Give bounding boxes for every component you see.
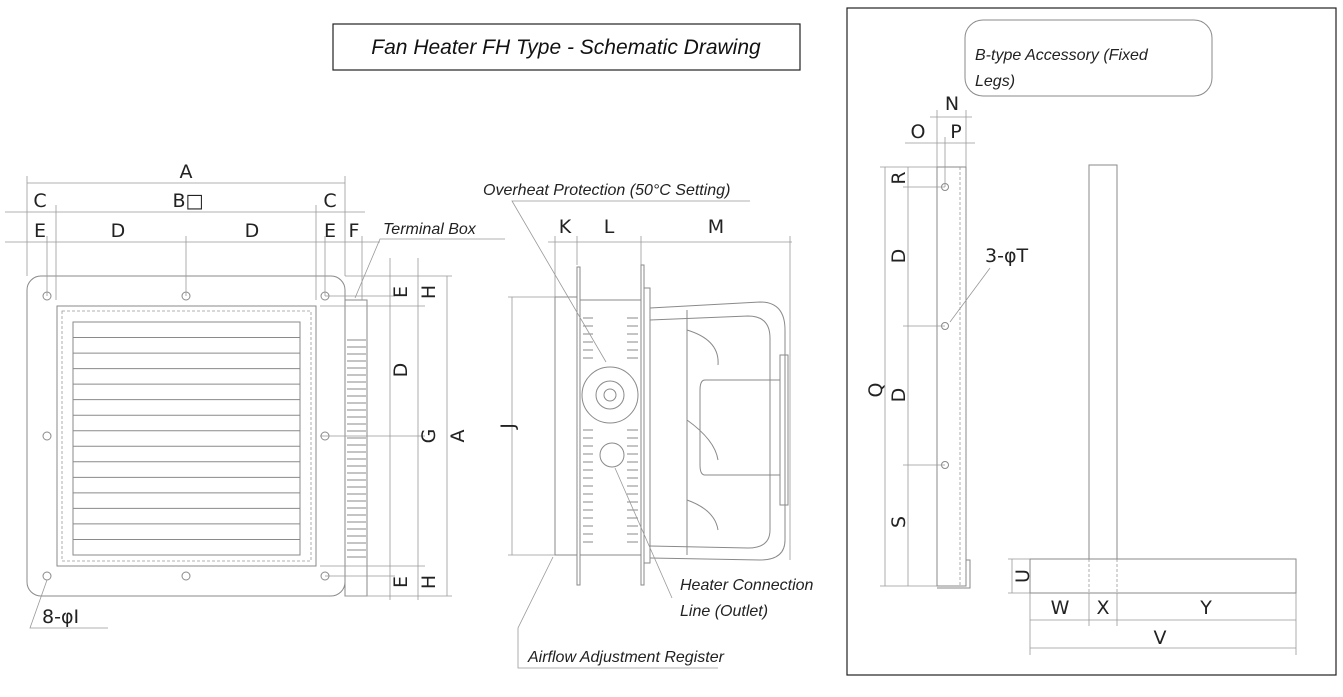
dim-p: P	[950, 121, 961, 143]
dim-x: X	[1096, 597, 1109, 619]
mounting-hole	[181, 571, 191, 581]
heater-connection-label: Heater Connection	[680, 577, 814, 594]
front-view: A C B□ C E D D E F E H D G A E H Termina…	[5, 161, 505, 629]
dim-w: W	[1051, 597, 1070, 619]
dim-d: D	[888, 388, 910, 403]
louvre-frame	[72, 321, 301, 556]
terminal-box-label: Terminal Box	[383, 221, 477, 238]
dim-m: M	[708, 216, 724, 238]
dim-d: D	[390, 363, 412, 378]
dim-v: V	[1154, 627, 1167, 649]
accessory-label: B-type Accessory (Fixed	[975, 47, 1149, 64]
dim-k: K	[559, 216, 572, 238]
dim-g: G	[418, 429, 440, 444]
dim-h: H	[418, 575, 440, 589]
dim-b: B□	[173, 190, 204, 212]
dim-s: S	[888, 516, 910, 528]
dim-d: D	[888, 249, 910, 264]
accessory-panel: B-type Accessory (Fixed Legs) N O P R D …	[846, 7, 1337, 676]
dim-e: E	[390, 286, 412, 298]
heater-connection-label-2: Line (Outlet)	[680, 603, 768, 620]
dim-h: H	[418, 285, 440, 299]
holes-label: 8-φI	[42, 606, 79, 628]
dim-a: A	[447, 430, 469, 443]
dim-t: 3-φT	[985, 245, 1028, 267]
dim-e: E	[324, 220, 336, 242]
side-view: K L M J Overheat Protection (50°C Settin…	[483, 182, 814, 669]
title: Fan Heater FH Type - Schematic Drawing	[371, 36, 761, 59]
dim-o: O	[911, 121, 926, 143]
dim-f: F	[349, 220, 360, 242]
dim-d: D	[111, 220, 126, 242]
dim-y: Y	[1199, 597, 1212, 619]
mounting-hole	[42, 431, 52, 441]
dim-e: E	[34, 220, 46, 242]
dim-c: C	[33, 190, 46, 212]
dim-c: C	[323, 190, 336, 212]
overheat-protection-label: Overheat Protection (50°C Setting)	[483, 182, 730, 199]
dim-n: N	[945, 93, 959, 115]
airflow-register-label: Airflow Adjustment Register	[527, 649, 725, 666]
accessory-label-2: Legs)	[975, 73, 1015, 90]
dim-u: U	[1012, 569, 1034, 583]
dim-q: Q	[865, 383, 887, 398]
dim-r: R	[888, 171, 910, 184]
title-box	[332, 23, 801, 71]
mounting-hole	[42, 571, 52, 581]
dim-d: D	[245, 220, 260, 242]
dim-l: L	[604, 216, 615, 238]
dim-j: J	[497, 423, 519, 430]
dim-e: E	[390, 576, 412, 588]
dim-a: A	[180, 161, 193, 183]
